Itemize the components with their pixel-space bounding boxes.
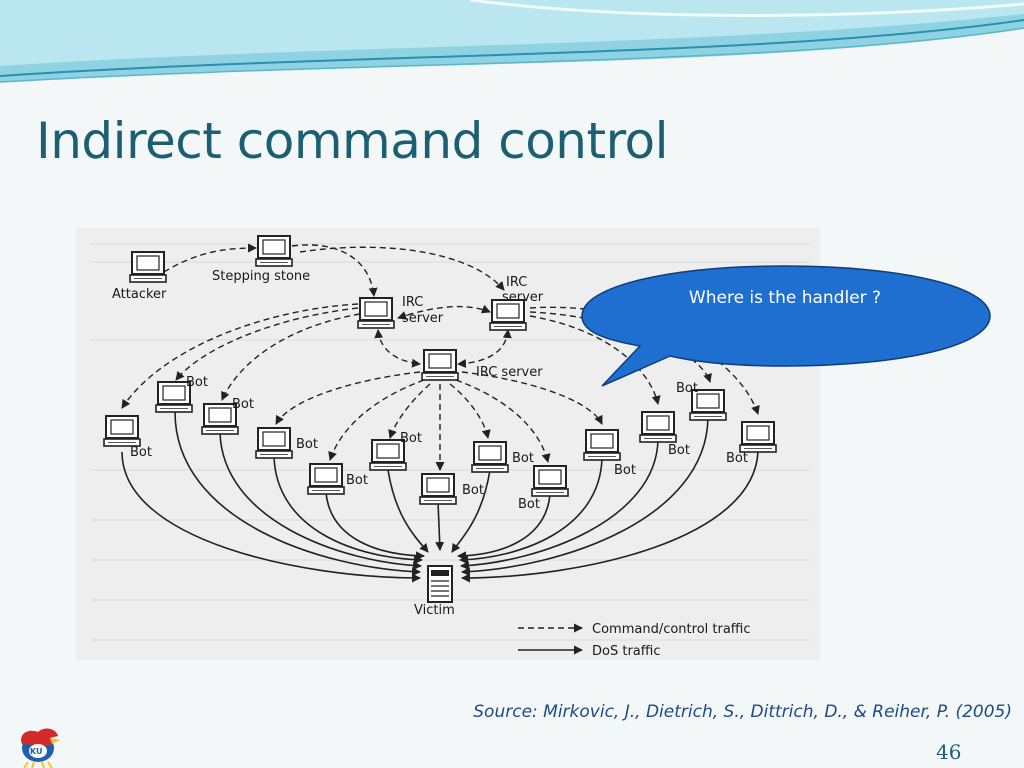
irc-server-right-label: server	[502, 290, 544, 305]
irc-server-right-label: IRC	[506, 275, 527, 290]
stepping-stone-label: Stepping stone	[212, 269, 310, 284]
bot-label: Bot	[400, 431, 422, 446]
logo-text: KU	[30, 747, 43, 756]
legend-dos-label: DoS traffic	[592, 644, 660, 659]
stepping-stone-computer	[255, 235, 293, 267]
attacker-computer	[129, 251, 167, 283]
bot-computer	[255, 427, 293, 459]
bot-label: Bot	[726, 451, 748, 466]
diagram-legend: Command/control traffic DoS traffic	[518, 622, 751, 659]
irc-server-left-label: server	[402, 311, 444, 326]
irc-server-left-label: IRC	[402, 295, 423, 310]
bot-label: Bot	[676, 381, 698, 396]
bot-label: Bot	[232, 397, 254, 412]
callout-text: Where is the handler ?	[688, 288, 882, 308]
header-decoration	[0, 0, 1024, 83]
slide-title: Indirect command control	[36, 112, 669, 170]
command-arrows	[121, 243, 760, 471]
irc-server-center	[421, 349, 459, 381]
attacker-label: Attacker	[112, 287, 167, 302]
bot-computer	[639, 411, 677, 443]
victim-server	[427, 565, 453, 603]
legend-command-label: Command/control traffic	[592, 622, 751, 637]
bot-computer	[471, 441, 509, 473]
bot-computer	[307, 463, 345, 495]
bot-label: Bot	[130, 445, 152, 460]
ku-jayhawk-logo: KU	[21, 728, 60, 768]
callout-bubble	[581, 265, 991, 387]
bot-label: Bot	[512, 451, 534, 466]
bot-label: Bot	[518, 497, 540, 512]
bot-label: Bot	[296, 437, 318, 452]
victim-label: Victim	[414, 603, 455, 618]
bot-label: Bot	[462, 483, 484, 498]
page-number: 46	[936, 740, 962, 764]
dos-arrows	[121, 411, 759, 583]
bot-computer	[419, 473, 457, 505]
bot-label: Bot	[668, 443, 690, 458]
irc-server-center-label: IRC server	[476, 365, 543, 380]
bot-computer	[103, 415, 141, 447]
bot-label: Bot	[614, 463, 636, 478]
bot-computer	[739, 421, 777, 453]
bot-label: Bot	[186, 375, 208, 390]
bot-computer	[531, 465, 569, 497]
bot-label: Bot	[346, 473, 368, 488]
irc-server-left	[357, 297, 395, 329]
bot-computer	[583, 429, 621, 461]
source-citation: Source: Mirkovic, J., Dietrich, S., Ditt…	[473, 702, 1012, 722]
